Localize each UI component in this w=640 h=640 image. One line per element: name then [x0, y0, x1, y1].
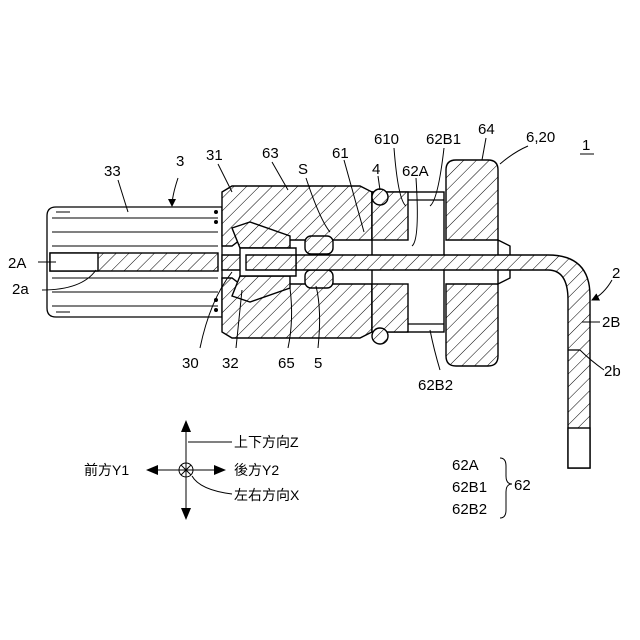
label-2: 2: [612, 265, 620, 282]
label-62A: 62A: [402, 163, 429, 180]
label-64: 64: [478, 121, 495, 138]
label-6-20: 6,20: [526, 129, 555, 146]
label-2a: 2a: [12, 281, 29, 298]
label-610: 610: [374, 131, 399, 148]
cable-part: [47, 207, 222, 317]
figure-number: 1: [582, 137, 590, 154]
label-2B: 2B: [602, 314, 620, 331]
label-61: 61: [332, 145, 349, 162]
label-32: 32: [222, 355, 239, 372]
label-31: 31: [206, 147, 223, 164]
group-item-62B1: 62B1: [452, 479, 487, 496]
label-62B2: 62B2: [418, 377, 453, 394]
axis-front-label: 前方Y1: [84, 462, 129, 478]
axis-rear-label: 後方Y2: [234, 462, 279, 478]
group-item-62B2: 62B2: [452, 501, 487, 518]
axis-up-down-label: 上下方向Z: [234, 434, 299, 450]
direction-indicator: 上下方向Z 前方Y1 後方Y2 左右方向X: [84, 420, 300, 520]
label-5: 5: [314, 355, 322, 372]
label-65: 65: [278, 355, 295, 372]
label-63: 63: [262, 145, 279, 162]
label-62B1: 62B1: [426, 131, 461, 148]
label-2b: 2b: [604, 363, 621, 380]
group-item-62A: 62A: [452, 457, 479, 474]
label-3: 3: [176, 153, 184, 170]
label-30: 30: [182, 355, 199, 372]
axis-left-right-label: 左右方向X: [234, 487, 300, 503]
label-2A: 2A: [8, 255, 26, 272]
group-parent-62: 62: [514, 477, 531, 494]
label-S: S: [298, 161, 308, 178]
group-legend: 62A 62B1 62B2 62: [452, 457, 531, 518]
label-4: 4: [372, 161, 380, 178]
label-33: 33: [104, 163, 121, 180]
